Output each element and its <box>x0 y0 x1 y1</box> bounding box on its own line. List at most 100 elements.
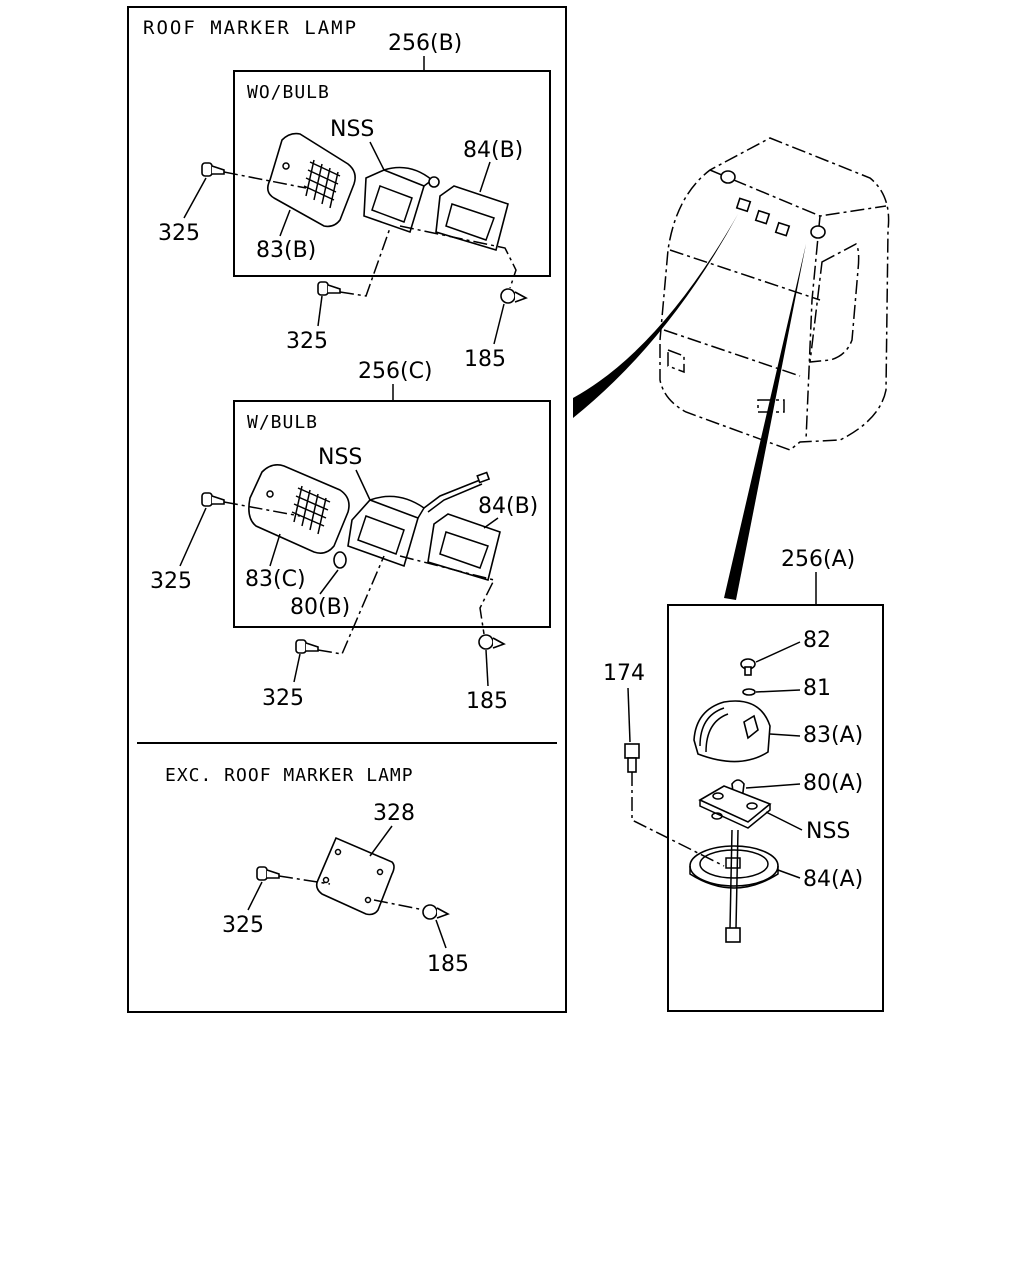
wo-bulb-title: WO/BULB <box>247 82 330 103</box>
leader-81 <box>755 689 801 693</box>
housing-dome-c <box>369 495 426 519</box>
dash-plate-clip <box>373 899 425 911</box>
base-84a-inner <box>699 849 769 879</box>
w-bulb-box <box>233 400 551 628</box>
lens-hole <box>282 162 290 170</box>
cab-visor-line <box>669 249 821 301</box>
label-nss-2: NSS <box>318 445 362 470</box>
leader-325-2 <box>317 295 323 327</box>
label-84b-1: 84(B) <box>463 138 523 163</box>
screw-325-a <box>201 162 225 177</box>
leader-185-3 <box>435 919 447 949</box>
housing-window <box>371 185 413 223</box>
housing-knob <box>428 176 440 188</box>
cab-roof-edge <box>709 169 887 217</box>
label-83a: 83(A) <box>803 723 863 748</box>
callout-wedge-left <box>573 214 738 418</box>
lens-83a-shade-2 <box>705 713 729 753</box>
base-84a <box>689 845 779 887</box>
roof-lamp-left <box>720 170 736 184</box>
label-84a: 84(A) <box>803 867 863 892</box>
leader-325-3 <box>179 507 207 567</box>
label-174: 174 <box>603 661 645 686</box>
washer-81 <box>742 688 756 696</box>
label-328: 328 <box>373 801 415 826</box>
lens-83a-slot <box>743 714 759 740</box>
leader-325-4 <box>293 653 301 683</box>
label-81: 81 <box>803 676 831 701</box>
socket-plate <box>698 785 772 823</box>
lens-83c <box>248 464 350 554</box>
roof-lamp-center-3 <box>774 221 791 237</box>
wire-a-connector <box>725 927 741 943</box>
screw-325-d <box>295 639 319 654</box>
leader-nss-2 <box>355 469 371 501</box>
dash-screw-lens-2 <box>223 501 301 517</box>
wire-harness <box>423 479 481 509</box>
housing-wo-bulb <box>363 169 425 234</box>
wire-harness-2 <box>427 483 483 513</box>
roof-lamp-center-2 <box>754 209 771 225</box>
label-185-3: 185 <box>427 952 469 977</box>
housing-w-bulb <box>347 499 419 568</box>
leader-nss-1 <box>369 141 385 171</box>
plate-hole-1 <box>334 848 342 856</box>
label-80b: 80(B) <box>290 595 350 620</box>
screw-325-c <box>201 492 225 507</box>
label-185-2: 185 <box>466 689 508 714</box>
left-panel-frame <box>127 6 567 1013</box>
socket-hole-1 <box>712 792 724 800</box>
roof-lamp-center-1 <box>735 197 752 213</box>
socket-hole-3 <box>746 802 758 810</box>
label-84b-2: 84(B) <box>478 494 538 519</box>
cab-corner-line <box>805 215 821 441</box>
label-nss-3: NSS <box>806 819 850 844</box>
lens-83a <box>693 700 771 763</box>
bolt-174 <box>624 743 640 773</box>
leader-84b-1 <box>479 161 491 193</box>
label-185-1: 185 <box>464 347 506 372</box>
housing-window-c <box>357 515 405 555</box>
label-325-1: 325 <box>158 221 200 246</box>
label-80a: 80(A) <box>803 771 863 796</box>
leader-185-1 <box>493 303 505 345</box>
callout-wedge-right <box>724 244 806 600</box>
plate-hole-3 <box>322 876 330 884</box>
socket-plate-edge <box>699 800 771 829</box>
clip-185-c <box>422 904 450 920</box>
label-nss-1: NSS <box>330 117 374 142</box>
label-325-5: 325 <box>222 913 264 938</box>
gasket-inner-2 <box>439 531 489 569</box>
leader-325-5 <box>247 881 263 911</box>
screw-325-e <box>256 866 280 881</box>
plate-hole-2 <box>376 868 384 876</box>
roof-lamp-right <box>810 225 826 239</box>
label-325-2: 325 <box>286 329 328 354</box>
base-84a-side <box>689 866 779 889</box>
label-256c: 256(C) <box>358 359 433 384</box>
label-325-4: 325 <box>262 686 304 711</box>
wire-connector <box>476 471 491 484</box>
gasket-84b-1 <box>435 185 509 252</box>
dash-screw-lens-1 <box>223 171 307 189</box>
label-82: 82 <box>803 628 831 653</box>
leader-82 <box>755 641 801 663</box>
plate-328 <box>315 836 395 916</box>
leader-328 <box>369 825 393 857</box>
label-83b: 83(B) <box>256 238 316 263</box>
leader-80b <box>319 569 339 595</box>
base-84a-slot <box>725 857 741 869</box>
cab-door-window <box>809 243 860 363</box>
lens-hole-c <box>266 490 274 498</box>
bulb-80b <box>333 551 347 569</box>
leader-83c <box>269 533 281 567</box>
w-bulb-title: W/BULB <box>247 412 318 433</box>
plate-hole-4 <box>364 896 372 904</box>
dash-clip-1 <box>399 225 517 289</box>
gasket-inner-1 <box>445 203 495 241</box>
leader-174 <box>627 687 631 743</box>
leader-325-1 <box>183 177 207 219</box>
lens-grid-83b <box>303 159 341 209</box>
